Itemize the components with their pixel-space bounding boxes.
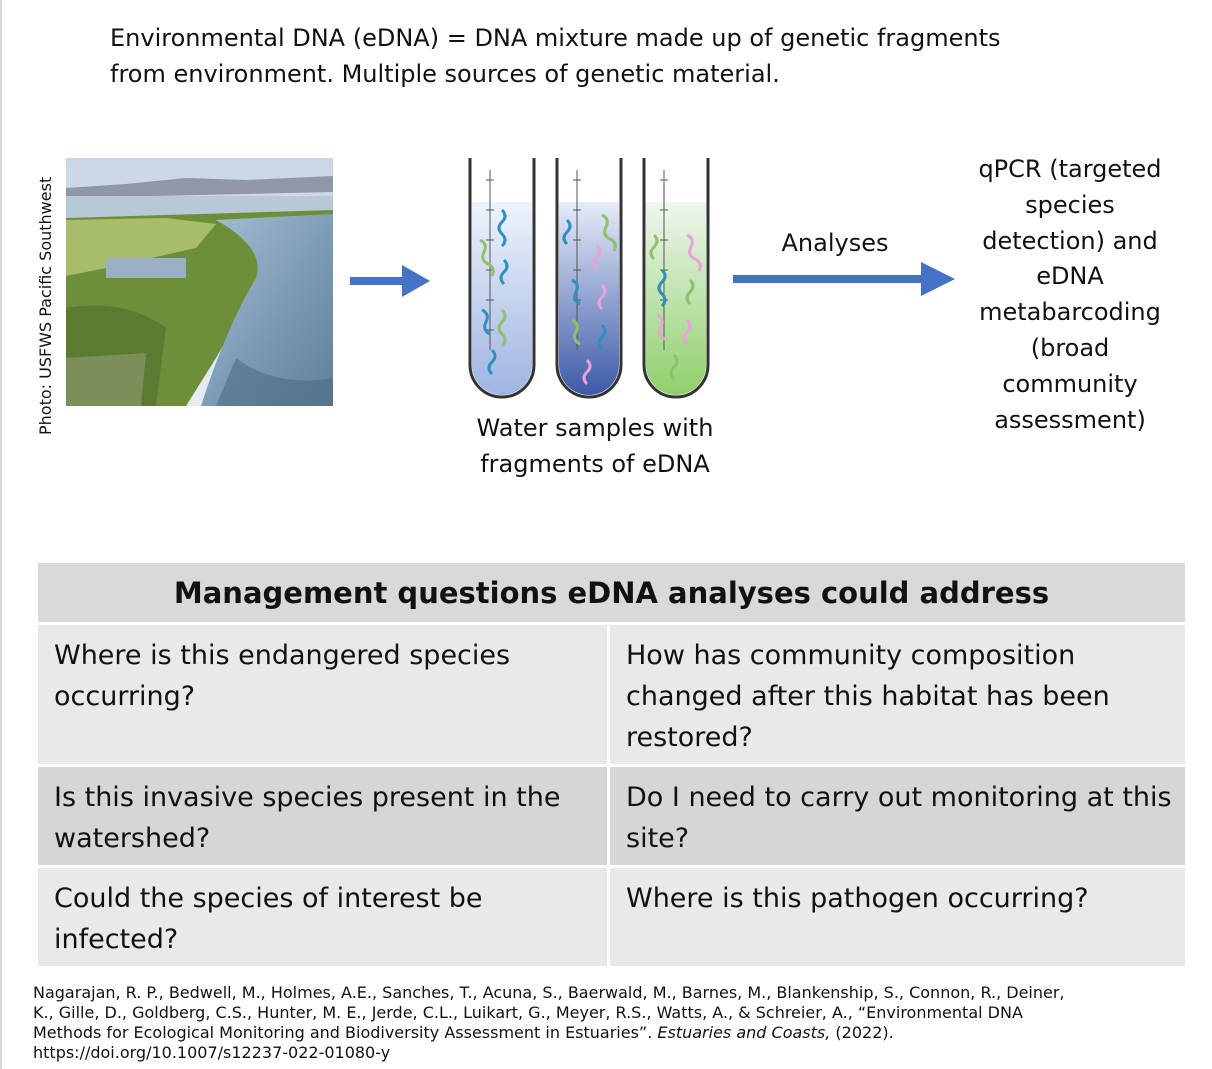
test-tube-2 xyxy=(555,158,623,399)
citation-line-3-start: Methods for Ecological Monitoring and Bi… xyxy=(33,1023,658,1042)
table-cell: Is this invasive species present in the … xyxy=(38,767,610,865)
tube-caption-line-2: fragments of eDNA xyxy=(480,450,710,478)
arrow-photo-to-tubes xyxy=(350,265,430,297)
table-cell: Where is this endangered species occurri… xyxy=(38,625,610,764)
intro-line-2: from environment. Multiple sources of ge… xyxy=(110,60,780,88)
table-row: Is this invasive species present in the … xyxy=(38,767,1185,868)
tube-caption-line-1: Water samples with xyxy=(476,414,714,442)
citation: Nagarajan, R. P., Bedwell, M., Holmes, A… xyxy=(33,983,1183,1063)
arrow-tubes-to-methods xyxy=(733,262,955,296)
test-tube-1 xyxy=(468,158,536,399)
table-row: Could the species of interest be infecte… xyxy=(38,868,1185,969)
citation-journal: Estuaries and Coasts, xyxy=(657,1023,831,1042)
intro-text: Environmental DNA (eDNA) = DNA mixture m… xyxy=(110,20,1030,92)
left-border xyxy=(0,0,2,1069)
table-cell: How has community composition changed af… xyxy=(626,640,1110,753)
table-row: Where is this endangered species occurri… xyxy=(38,625,1185,767)
table-cell: Could the species of interest be infecte… xyxy=(38,868,610,966)
intro-line-1: Environmental DNA (eDNA) = DNA mixture m… xyxy=(110,24,1001,52)
analyses-label: Analyses xyxy=(781,229,889,257)
table-header: Management questions eDNA analyses could… xyxy=(38,563,1185,625)
tube-caption: Water samples with fragments of eDNA xyxy=(460,410,730,482)
citation-line-3-end: (2022). xyxy=(830,1023,894,1042)
citation-line-2: K., Gille, D., Goldberg, C.S., Hunter, M… xyxy=(33,1003,1023,1022)
methods-text: qPCR (targeted species detection) and eD… xyxy=(978,155,1162,434)
photo-credit: Photo: USFWS Pacific Southwest xyxy=(36,176,55,435)
test-tube-3 xyxy=(642,158,710,399)
citation-line-3: Methods for Ecological Monitoring and Bi… xyxy=(33,1023,1183,1043)
test-tubes-illustration xyxy=(468,158,710,399)
table-cell: Where is this pathogen occurring? xyxy=(626,883,1089,914)
estuary-photo xyxy=(66,158,333,406)
table-cell: Do I need to carry out monitoring at thi… xyxy=(626,782,1172,854)
citation-doi-link[interactable]: https://doi.org/10.1007/s12237-022-01080… xyxy=(33,1043,391,1062)
citation-line-1: Nagarajan, R. P., Bedwell, M., Holmes, A… xyxy=(33,983,1065,1002)
management-questions-table: Management questions eDNA analyses could… xyxy=(38,563,1185,969)
